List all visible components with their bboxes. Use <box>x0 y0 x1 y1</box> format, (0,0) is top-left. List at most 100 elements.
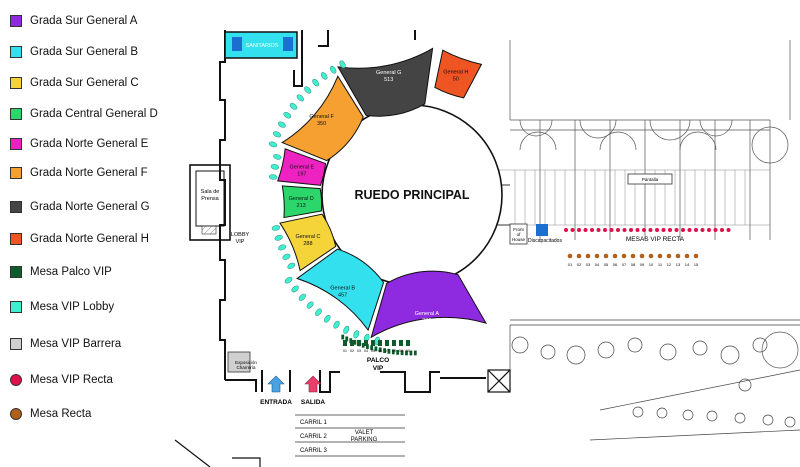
palco-vip-table[interactable] <box>413 350 417 356</box>
mesa-vip-recta[interactable] <box>642 228 646 232</box>
mesa-recta[interactable] <box>594 253 600 259</box>
vip-lobby-table[interactable] <box>284 276 293 284</box>
palco-vip-table[interactable] <box>378 347 382 353</box>
mesa-vip-recta[interactable] <box>681 228 685 232</box>
vip-lobby-table[interactable] <box>298 293 307 302</box>
mesa-recta[interactable] <box>648 253 654 259</box>
legend-item-mesa-vip-barrera[interactable]: Mesa VIP Barrera <box>10 334 121 354</box>
legend-item-mesa-palco-vip[interactable]: Mesa Palco VIP <box>10 262 112 282</box>
mesa-vip-recta[interactable] <box>674 228 679 232</box>
vip-lobby-table[interactable] <box>282 253 291 261</box>
legend-item-grada-norte-general-g[interactable]: Grada Norte General G <box>10 197 150 217</box>
mesa-vip-recta[interactable] <box>622 228 627 232</box>
legend-item-grada-sur-general-a[interactable]: Grada Sur General A <box>10 11 137 31</box>
mesa-recta[interactable] <box>576 253 582 259</box>
entrada-arrow-icon[interactable] <box>267 375 285 393</box>
vip-lobby-table[interactable] <box>296 93 305 102</box>
palco-vip-table[interactable] <box>409 350 413 356</box>
palco-vip-table[interactable] <box>378 340 382 346</box>
mesa-vip-recta[interactable] <box>707 228 711 232</box>
mesa-vip-recta[interactable] <box>661 228 666 232</box>
palco-vip-table[interactable] <box>391 349 395 355</box>
palco-vip-table[interactable] <box>374 346 378 352</box>
vip-lobby-table[interactable] <box>306 300 315 309</box>
mesa-recta[interactable] <box>666 253 672 259</box>
palco-vip-table[interactable] <box>357 340 361 346</box>
vip-lobby-table[interactable] <box>311 78 320 87</box>
vip-lobby-table[interactable] <box>323 314 331 323</box>
vip-lobby-table[interactable] <box>342 325 350 334</box>
mesa-recta[interactable] <box>675 253 681 259</box>
section-general-g[interactable] <box>337 47 434 117</box>
palco-vip-table[interactable] <box>399 340 403 346</box>
mesa-vip-recta[interactable] <box>577 228 581 232</box>
legend-item-grada-sur-general-b[interactable]: Grada Sur General B <box>10 42 138 62</box>
vip-lobby-table[interactable] <box>303 85 312 94</box>
mesa-recta[interactable] <box>585 253 591 259</box>
vip-lobby-table[interactable] <box>332 320 340 329</box>
palco-vip-table[interactable] <box>396 349 400 355</box>
mesa-vip-recta[interactable] <box>596 228 601 232</box>
section-general-a[interactable] <box>370 270 488 339</box>
vip-lobby-table[interactable] <box>268 174 278 180</box>
mesa-vip-recta[interactable] <box>655 228 659 232</box>
vip-lobby-table[interactable] <box>278 244 287 251</box>
mesa-vip-recta[interactable] <box>609 228 614 232</box>
vip-lobby-table[interactable] <box>268 141 278 148</box>
palco-vip-table[interactable] <box>392 340 396 346</box>
vip-lobby-table[interactable] <box>353 330 360 339</box>
palco-vip-table[interactable] <box>345 336 349 342</box>
mesa-vip-recta[interactable] <box>583 228 588 232</box>
mesa-vip-recta[interactable] <box>700 228 705 232</box>
mesa-vip-recta[interactable] <box>603 228 607 232</box>
legend-item-grada-sur-general-c[interactable]: Grada Sur General C <box>10 73 139 93</box>
vip-lobby-table[interactable] <box>329 65 337 74</box>
vip-lobby-table[interactable] <box>287 262 296 270</box>
vip-lobby-table[interactable] <box>270 164 280 170</box>
palco-vip-table[interactable] <box>371 340 375 346</box>
mesa-vip-recta[interactable] <box>713 228 718 232</box>
palco-vip-table[interactable] <box>387 348 391 354</box>
mesa-vip-recta[interactable] <box>694 228 698 232</box>
mesa-vip-recta[interactable] <box>687 228 692 232</box>
vip-lobby-table[interactable] <box>273 153 282 160</box>
mesa-vip-recta[interactable] <box>590 228 594 232</box>
section-general-b[interactable] <box>296 248 385 332</box>
mesa-recta[interactable] <box>639 253 645 259</box>
palco-vip-table[interactable] <box>341 334 345 340</box>
palco-vip-table[interactable] <box>343 340 347 346</box>
mesa-recta[interactable] <box>684 253 690 259</box>
legend-item-mesa-vip-lobby[interactable]: Mesa VIP Lobby <box>10 297 114 317</box>
mesa-vip-recta[interactable] <box>668 228 672 232</box>
vip-lobby-table[interactable] <box>271 225 281 232</box>
mesa-vip-recta[interactable] <box>726 228 731 232</box>
mesa-recta[interactable] <box>567 253 573 259</box>
mesa-recta[interactable] <box>603 253 609 259</box>
legend-item-grada-central-general-d[interactable]: Grada Central General D <box>10 104 158 124</box>
palco-vip-table[interactable] <box>365 344 369 349</box>
vip-lobby-table[interactable] <box>272 131 282 139</box>
mesa-recta[interactable] <box>630 253 636 259</box>
vip-lobby-table[interactable] <box>290 285 299 294</box>
palco-vip-table[interactable] <box>364 340 368 346</box>
mesa-recta[interactable] <box>657 253 663 259</box>
section-general-h[interactable] <box>434 49 483 99</box>
palco-vip-table[interactable] <box>353 339 357 345</box>
mesa-vip-recta[interactable] <box>616 228 620 232</box>
salida-arrow-icon[interactable] <box>304 375 322 393</box>
palco-vip-table[interactable] <box>370 345 374 351</box>
section-general-d[interactable] <box>281 185 323 219</box>
vip-lobby-table[interactable] <box>277 121 286 129</box>
mesa-vip-recta[interactable] <box>720 228 724 232</box>
mesa-recta[interactable] <box>621 253 627 259</box>
palco-vip-table[interactable] <box>385 340 389 346</box>
palco-vip-table[interactable] <box>400 350 404 356</box>
mesa-vip-recta[interactable] <box>648 228 653 232</box>
vip-lobby-table[interactable] <box>283 111 292 119</box>
section-general-c[interactable] <box>279 213 337 272</box>
palco-vip-table[interactable] <box>406 340 410 346</box>
exposicion-charreria[interactable] <box>227 351 251 373</box>
mesa-vip-recta[interactable] <box>635 228 640 232</box>
mesa-vip-recta[interactable] <box>629 228 633 232</box>
legend-item-mesa-vip-recta[interactable]: Mesa VIP Recta <box>10 370 113 390</box>
